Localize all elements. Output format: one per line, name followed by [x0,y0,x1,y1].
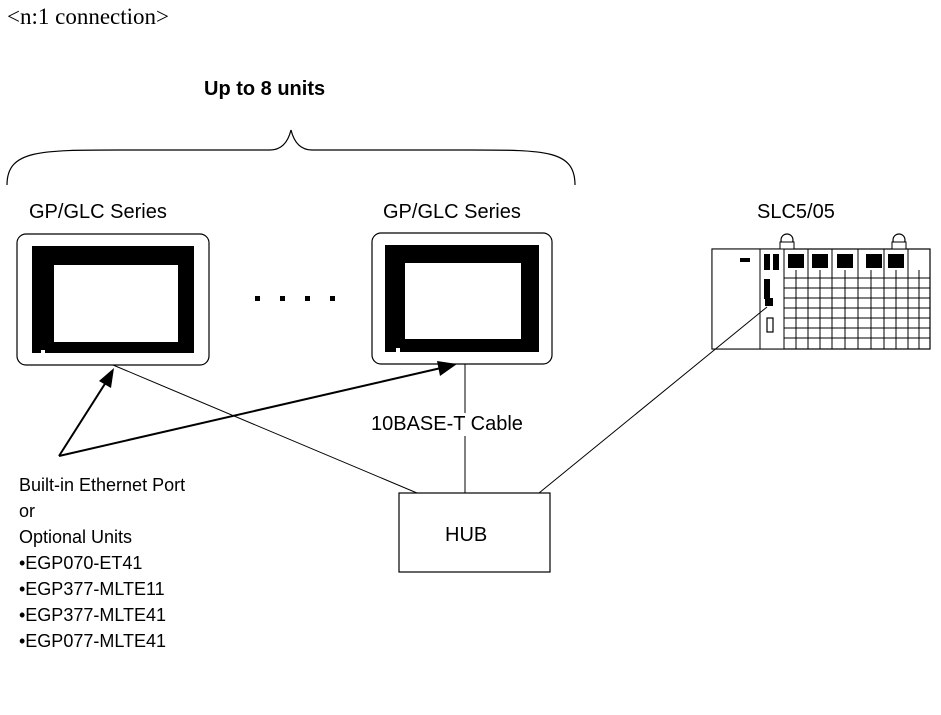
hub-label: HUB [445,524,488,546]
ellipsis-dots [255,296,335,301]
gp-right-label: GP/GLC Series [383,201,521,223]
port-note-line1: Built-in Ethernet Port [19,475,186,495]
cable-plc-to-hub [538,306,768,494]
gp-panel-right [371,232,553,365]
gp-left-label: GP/GLC Series [29,201,167,223]
hub-box [398,492,551,573]
option-item: •EGP070-ET41 [19,553,143,573]
option-item: •EGP077-MLTE41 [19,631,167,651]
option-item: •EGP377-MLTE11 [19,579,165,599]
arrowhead-left [99,368,114,388]
port-note-line3: Optional Units [19,527,133,547]
arrow-to-left-port [58,378,109,457]
diagram-caption: <n:1 connection> [7,4,169,29]
group-label: Up to 8 units [204,78,326,100]
port-note-line2: or [19,501,36,521]
cable-label: 10BASE-T Cable [370,413,524,436]
port-note: Built-in Ethernet Port or Optional Units… [19,472,185,654]
arrow-to-right-port [58,367,442,457]
plc-rack [711,233,931,350]
arrowhead-right [437,361,457,376]
plc-label: SLC5/05 [757,201,835,223]
gp-panel-left [16,233,210,366]
optional-units-list: •EGP070-ET41 •EGP377-MLTE11 •EGP377-MLTE… [19,550,185,654]
group-brace [6,129,576,186]
cable-left-gp-to-hub [112,364,418,494]
option-item: •EGP377-MLTE41 [19,605,167,625]
